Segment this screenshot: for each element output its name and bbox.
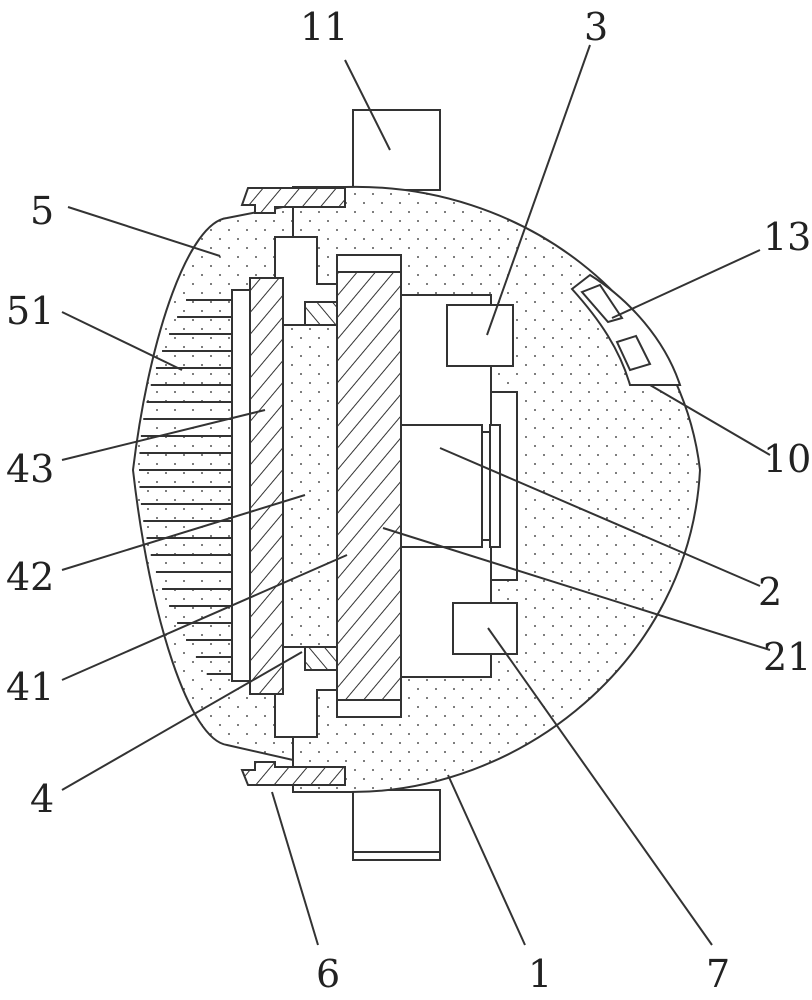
- label-1: 1: [528, 952, 553, 996]
- label-13: 13: [763, 215, 812, 259]
- lens-ring: [481, 431, 491, 541]
- sensor-13b: [615, 334, 652, 372]
- label-4: 4: [30, 777, 55, 821]
- mount-cap-bottom: [336, 699, 402, 718]
- label-10: 10: [763, 437, 812, 481]
- dotted-core-42: [282, 324, 338, 648]
- label-7: 7: [706, 952, 731, 996]
- label-3: 3: [584, 5, 609, 49]
- label-51: 51: [6, 289, 55, 333]
- label-11: 11: [300, 5, 349, 49]
- component-2: [400, 424, 483, 548]
- heat-sink-fins: [139, 299, 232, 675]
- lens-plate: [489, 424, 501, 548]
- threaded-ring-top: [240, 187, 346, 214]
- label-41: 41: [6, 665, 55, 709]
- mount-cap-top: [336, 254, 402, 273]
- label-21: 21: [763, 635, 812, 679]
- mount-leg-top: [352, 109, 441, 191]
- sensor-13a: [580, 283, 624, 324]
- label-42: 42: [6, 555, 55, 599]
- label-2: 2: [758, 570, 783, 614]
- label-6: 6: [316, 952, 341, 996]
- leader-lines: [61, 44, 771, 946]
- label-5: 5: [30, 189, 55, 233]
- base-plate: [231, 289, 251, 682]
- threaded-ring-bottom: [240, 761, 346, 786]
- label-43: 43: [6, 447, 55, 491]
- component-7: [452, 602, 518, 655]
- component-3: [446, 304, 514, 367]
- hatched-plate-43: [249, 277, 284, 695]
- hatched-mount-21: [336, 254, 402, 718]
- mount-leg-bottom: [352, 789, 441, 861]
